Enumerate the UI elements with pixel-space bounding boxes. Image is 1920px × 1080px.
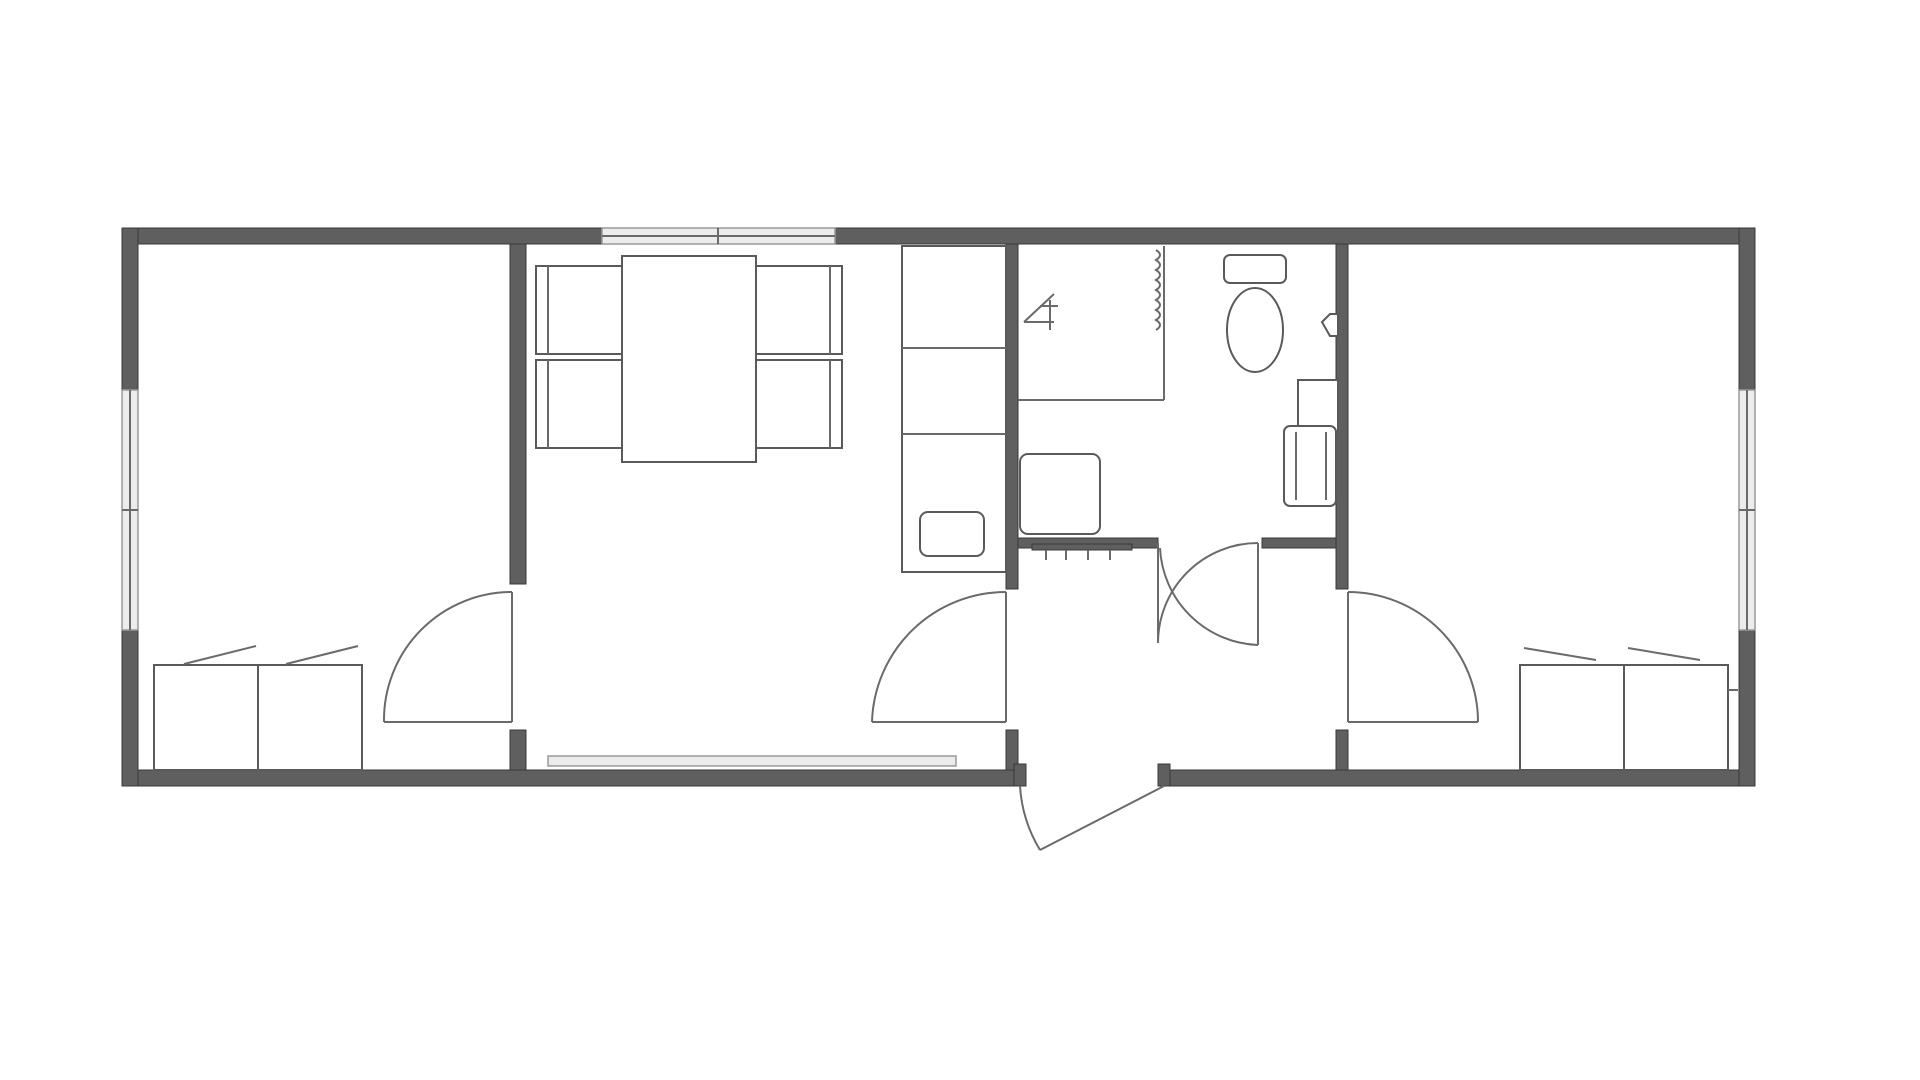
bottom-window: [547, 755, 957, 767]
left-wall-bottom: [121, 629, 139, 787]
left-bedroom: [153, 645, 363, 771]
door-kitchen-hall[interactable]: [871, 591, 1007, 723]
partition-right-lower: [1335, 729, 1349, 771]
left-window: [121, 389, 139, 631]
windows: [121, 227, 1756, 767]
right-wall-bottom: [1738, 629, 1756, 787]
dining-chair-top-right[interactable]: [755, 265, 843, 355]
right-bedroom: [1519, 647, 1738, 771]
shower-head-icon: [1023, 293, 1058, 330]
washbasin[interactable]: [1019, 453, 1101, 535]
bath-bottom-wall-right: [1261, 537, 1341, 549]
partition-bath-left-upper: [1005, 243, 1019, 590]
door-wc[interactable]: [1159, 543, 1259, 646]
dining-chair-bottom-right[interactable]: [755, 359, 843, 449]
door-left-bedroom[interactable]: [382, 591, 513, 723]
bottom-wall-left: [121, 769, 1023, 787]
left-bed[interactable]: [153, 645, 363, 771]
outer-walls: [121, 227, 1756, 787]
right-wall-top: [1738, 227, 1756, 391]
bottom-wall-right: [1166, 769, 1756, 787]
kitchen-sink[interactable]: [919, 511, 985, 557]
partition-left-lower: [509, 729, 527, 771]
towel-rail: [1031, 543, 1133, 560]
door-shower-room[interactable]: [1157, 542, 1259, 644]
right-window: [1738, 389, 1756, 631]
toilet[interactable]: [1223, 254, 1287, 373]
top-window: [601, 227, 836, 245]
radiator[interactable]: [1283, 379, 1339, 507]
partition-bath-left-lower: [1005, 729, 1019, 771]
partition-left-upper: [509, 243, 527, 585]
dining-chair-top-left[interactable]: [535, 265, 623, 355]
toilet-paper-holder-icon: [1320, 313, 1339, 337]
dining-table[interactable]: [621, 255, 757, 463]
doors: [382, 542, 1479, 851]
top-wall-right: [834, 227, 1756, 245]
shower-room: [1018, 246, 1165, 560]
shower-tray[interactable]: [1018, 246, 1165, 401]
wc: [1223, 254, 1339, 507]
door-entrance[interactable]: [1013, 763, 1171, 851]
top-wall-left: [121, 227, 603, 245]
right-bed[interactable]: [1519, 647, 1738, 771]
kitchen-dining: [535, 245, 1007, 573]
interior-walls: [509, 243, 1349, 771]
left-wall-top: [121, 227, 139, 391]
door-right-bedroom[interactable]: [1347, 591, 1479, 723]
dining-chair-bottom-left[interactable]: [535, 359, 623, 449]
